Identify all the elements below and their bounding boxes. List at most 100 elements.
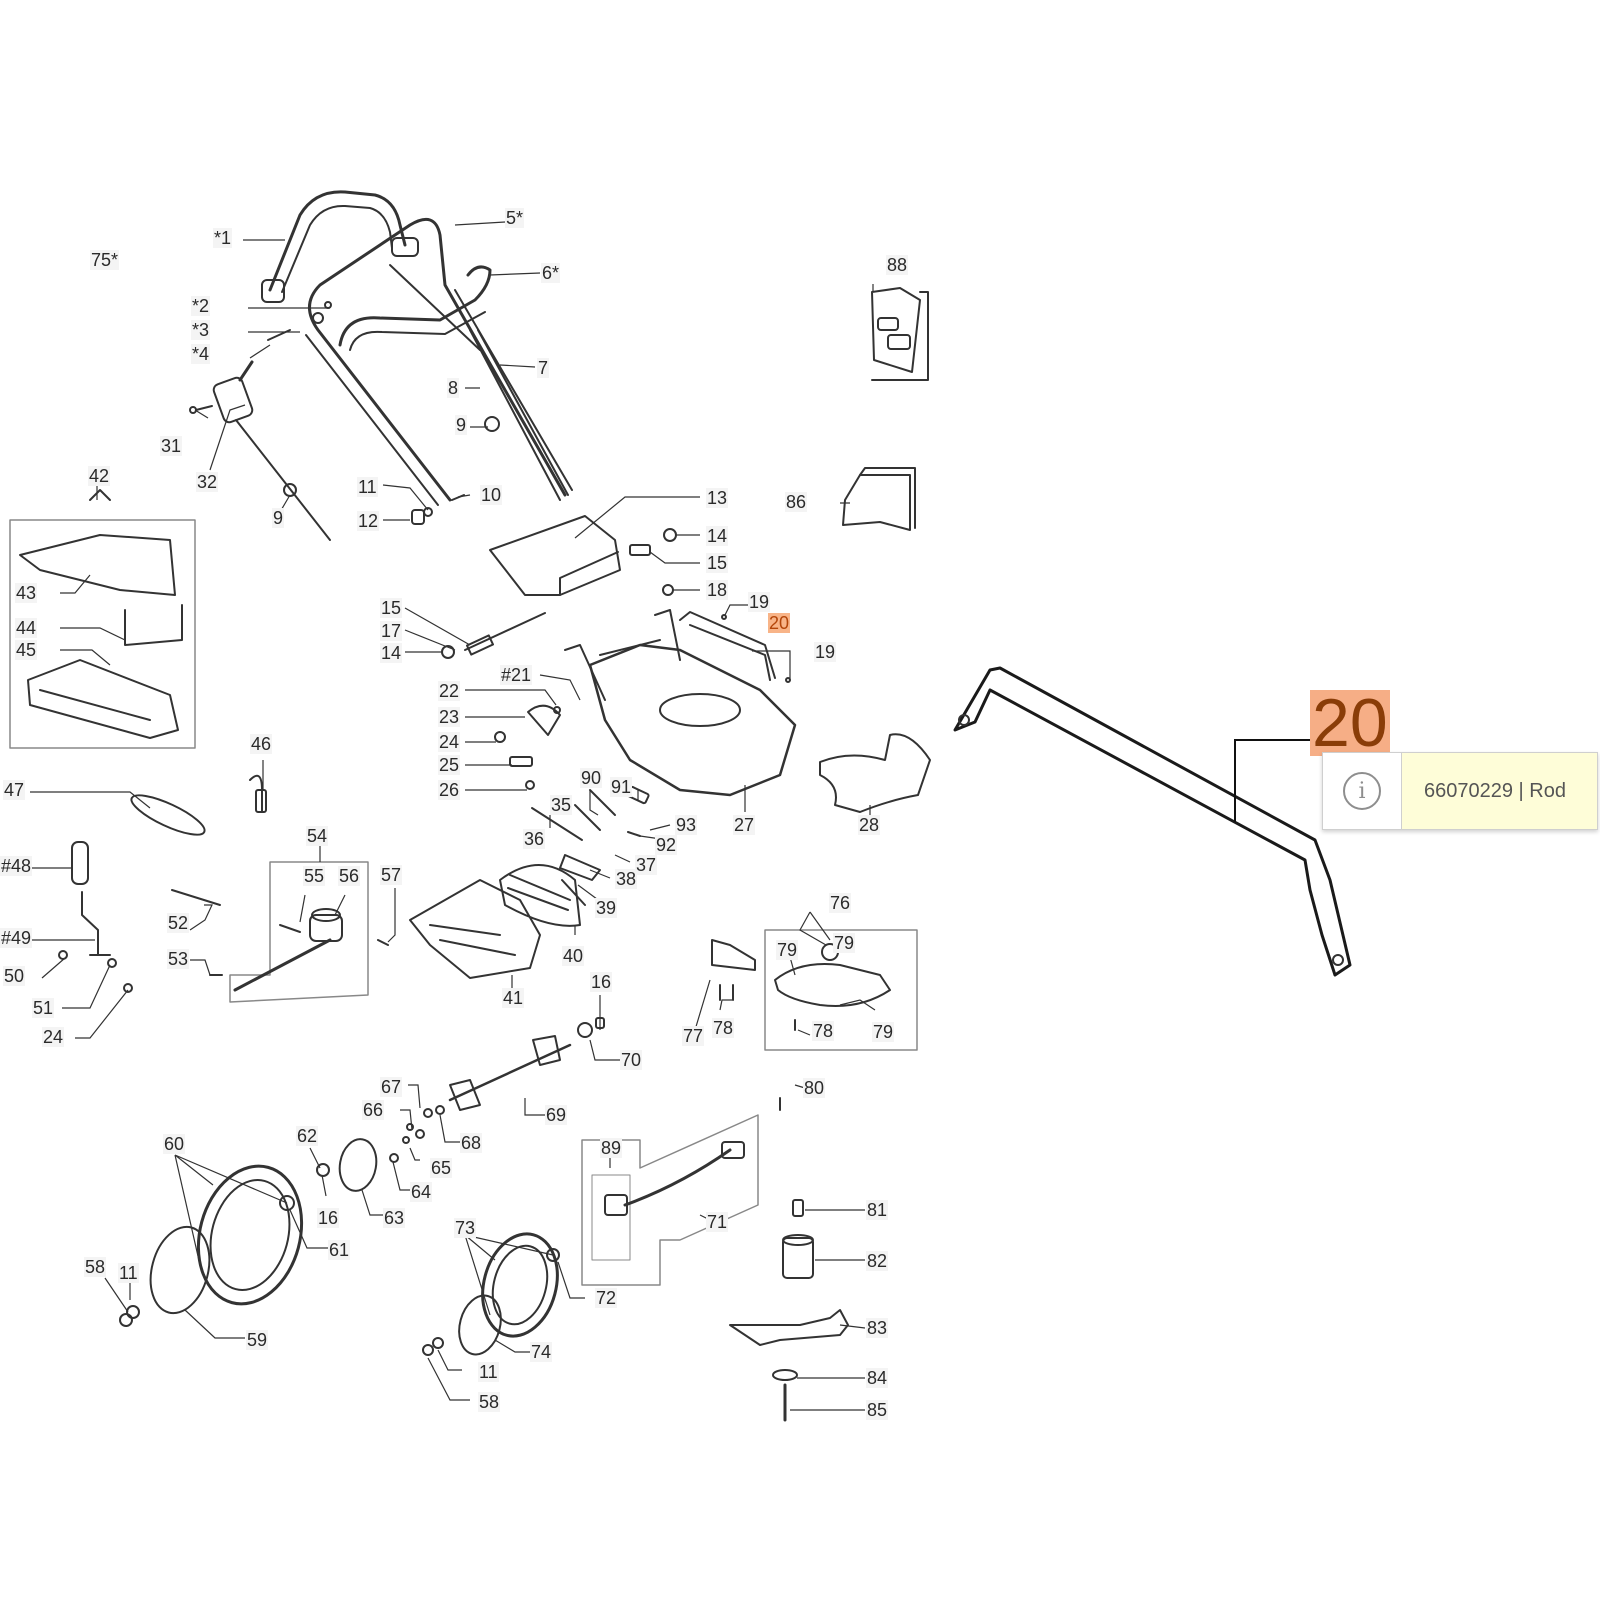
callout-79-left[interactable]: 79 [776, 940, 799, 960]
callout-32[interactable]: 32 [196, 472, 219, 492]
callout-16-axle[interactable]: 16 [590, 972, 613, 992]
callout-72[interactable]: 72 [595, 1288, 618, 1308]
callout-50[interactable]: 50 [3, 966, 26, 986]
callout-66[interactable]: 66 [362, 1100, 385, 1120]
callout-22[interactable]: 22 [438, 681, 461, 701]
callout-15[interactable]: 15 [706, 553, 729, 573]
callout-9-cable[interactable]: 9 [272, 508, 285, 528]
callout-24-lever[interactable]: 24 [42, 1027, 65, 1047]
callout-4[interactable]: *4 [191, 344, 211, 364]
callout-11-rear[interactable]: 11 [118, 1263, 139, 1283]
callout-11[interactable]: 11 [357, 477, 378, 497]
callout-24[interactable]: 24 [438, 732, 461, 752]
callout-55[interactable]: 55 [303, 866, 326, 886]
selected-part-callout[interactable]: 20 [1310, 685, 1390, 761]
callout-83[interactable]: 83 [866, 1318, 889, 1338]
callout-44[interactable]: 44 [15, 618, 38, 638]
callout-14[interactable]: 14 [706, 526, 729, 546]
callout-8[interactable]: 8 [447, 378, 460, 398]
callout-13[interactable]: 13 [706, 488, 729, 508]
callout-81[interactable]: 81 [866, 1200, 889, 1220]
callout-19-top[interactable]: 19 [748, 592, 771, 612]
callout-63[interactable]: 63 [383, 1208, 406, 1228]
callout-89[interactable]: 89 [600, 1138, 623, 1158]
callout-86[interactable]: 86 [785, 492, 808, 512]
callout-59[interactable]: 59 [246, 1330, 269, 1350]
callout-78-left[interactable]: 78 [712, 1018, 735, 1038]
callout-61[interactable]: 61 [328, 1240, 351, 1260]
callout-57[interactable]: 57 [380, 865, 403, 885]
callout-47[interactable]: 47 [3, 780, 26, 800]
info-icon-container[interactable]: i [1323, 753, 1402, 829]
callout-40[interactable]: 40 [562, 946, 585, 966]
callout-93[interactable]: 93 [675, 815, 698, 835]
callout-74[interactable]: 74 [530, 1342, 553, 1362]
callout-60[interactable]: 60 [163, 1134, 186, 1154]
callout-43[interactable]: 43 [15, 583, 38, 603]
callout-38[interactable]: 38 [615, 869, 638, 889]
callout-92[interactable]: 92 [655, 835, 678, 855]
callout-53[interactable]: 53 [167, 949, 190, 969]
callout-91[interactable]: 91 [610, 777, 633, 797]
callout-90[interactable]: 90 [580, 768, 603, 788]
callout-65[interactable]: 65 [430, 1158, 453, 1178]
callout-68[interactable]: 68 [460, 1133, 483, 1153]
callout-15-shaft[interactable]: 15 [380, 598, 403, 618]
callout-10[interactable]: 10 [480, 485, 503, 505]
callout-67[interactable]: 67 [380, 1077, 403, 1097]
callout-58-front[interactable]: 58 [478, 1392, 501, 1412]
callout-3[interactable]: *3 [191, 320, 211, 340]
callout-54[interactable]: 54 [306, 826, 329, 846]
callout-5[interactable]: 5* [505, 208, 525, 228]
callout-79-top[interactable]: 79 [833, 933, 856, 953]
callout-7[interactable]: 7 [537, 358, 550, 378]
callout-51[interactable]: 51 [32, 998, 55, 1018]
callout-49[interactable]: #49 [0, 928, 33, 948]
callout-26[interactable]: 26 [438, 780, 461, 800]
info-icon[interactable]: i [1343, 772, 1381, 810]
callout-82[interactable]: 82 [866, 1251, 889, 1271]
callout-16-pinion[interactable]: 16 [317, 1208, 340, 1228]
callout-19-bottom[interactable]: 19 [814, 642, 837, 662]
callout-21[interactable]: #21 [500, 665, 533, 685]
callout-46[interactable]: 46 [250, 734, 273, 754]
callout-35[interactable]: 35 [550, 795, 573, 815]
callout-20-highlighted[interactable]: 20 [768, 613, 791, 633]
callout-41[interactable]: 41 [502, 988, 525, 1008]
callout-18[interactable]: 18 [706, 580, 729, 600]
callout-78-box[interactable]: 78 [812, 1021, 835, 1041]
callout-45[interactable]: 45 [15, 640, 38, 660]
callout-42[interactable]: 42 [88, 466, 111, 486]
callout-84[interactable]: 84 [866, 1368, 889, 1388]
callout-64[interactable]: 64 [410, 1182, 433, 1202]
callout-39[interactable]: 39 [595, 898, 618, 918]
callout-85[interactable]: 85 [866, 1400, 889, 1420]
callout-56[interactable]: 56 [338, 866, 361, 886]
callout-31[interactable]: 31 [160, 436, 183, 456]
callout-71[interactable]: 71 [706, 1212, 729, 1232]
callout-11-front[interactable]: 11 [478, 1362, 499, 1382]
callout-70[interactable]: 70 [620, 1050, 643, 1070]
callout-62[interactable]: 62 [296, 1126, 319, 1146]
callout-58-rear[interactable]: 58 [84, 1257, 107, 1277]
callout-79-right[interactable]: 79 [872, 1022, 895, 1042]
callout-73[interactable]: 73 [454, 1218, 477, 1238]
callout-48[interactable]: #48 [0, 856, 33, 876]
callout-27[interactable]: 27 [733, 815, 756, 835]
callout-88[interactable]: 88 [886, 255, 909, 275]
callout-25[interactable]: 25 [438, 755, 461, 775]
callout-28[interactable]: 28 [858, 815, 881, 835]
callout-2[interactable]: *2 [191, 296, 211, 316]
callout-77[interactable]: 77 [682, 1026, 705, 1046]
callout-80[interactable]: 80 [803, 1078, 826, 1098]
callout-12[interactable]: 12 [357, 511, 380, 531]
callout-37[interactable]: 37 [635, 855, 658, 875]
callout-69[interactable]: 69 [545, 1105, 568, 1125]
callout-14-nut[interactable]: 14 [380, 643, 403, 663]
callout-1[interactable]: *1 [213, 228, 233, 248]
callout-23[interactable]: 23 [438, 707, 461, 727]
callout-75[interactable]: 75* [90, 250, 120, 270]
callout-6[interactable]: 6* [541, 263, 561, 283]
callout-17[interactable]: 17 [380, 621, 403, 641]
callout-36[interactable]: 36 [523, 829, 546, 849]
